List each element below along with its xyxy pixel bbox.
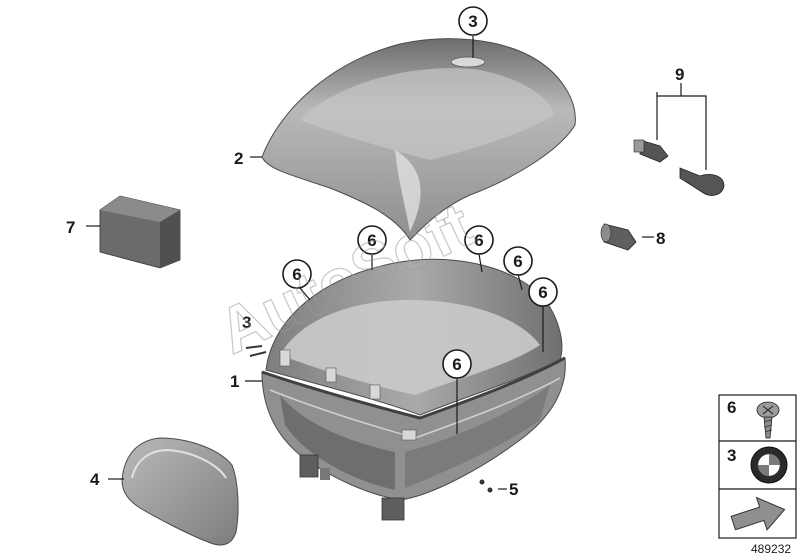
screw-set-part (245, 345, 267, 357)
arrow-icon (730, 496, 786, 531)
legend-number-3: 3 (727, 446, 736, 465)
svg-text:6: 6 (367, 231, 376, 250)
leader-lines (86, 36, 707, 490)
label-part-3-screws: 3 (242, 313, 251, 332)
callout-3-emblem: 3 (458, 6, 488, 36)
callout-6-c: 6 (503, 246, 533, 276)
screw-icon (756, 401, 780, 439)
backrest-pad-part (121, 437, 239, 546)
document-number: 489232 (751, 542, 791, 556)
bmw-roundel-icon (750, 446, 788, 484)
small-screws-part (479, 479, 493, 493)
case-body-part (261, 258, 566, 521)
svg-text:6: 6 (292, 265, 301, 284)
storage-block-part (99, 195, 181, 269)
svg-text:3: 3 (468, 12, 477, 31)
label-part-7: 7 (66, 218, 75, 237)
callout-6-e: 6 (528, 277, 558, 307)
lid-part (261, 38, 576, 241)
key-set-part (633, 139, 725, 196)
callout-6-a: 6 (357, 225, 387, 255)
callout-6-d: 6 (282, 259, 312, 289)
label-part-1: 1 (230, 372, 239, 391)
label-part-2: 2 (234, 149, 243, 168)
label-part-9: 9 (675, 65, 684, 84)
svg-text:6: 6 (538, 283, 547, 302)
label-part-4: 4 (90, 470, 100, 489)
legend-panel: 6 3 (718, 394, 797, 539)
svg-text:6: 6 (452, 355, 461, 374)
label-part-5: 5 (509, 480, 518, 499)
legend-number-6: 6 (727, 398, 736, 417)
label-part-8: 8 (656, 229, 665, 248)
callout-6-f: 6 (442, 349, 472, 379)
callout-6-b: 6 (464, 225, 494, 255)
svg-text:6: 6 (513, 252, 522, 271)
lock-cylinder-part (600, 223, 637, 251)
svg-text:6: 6 (474, 231, 483, 250)
